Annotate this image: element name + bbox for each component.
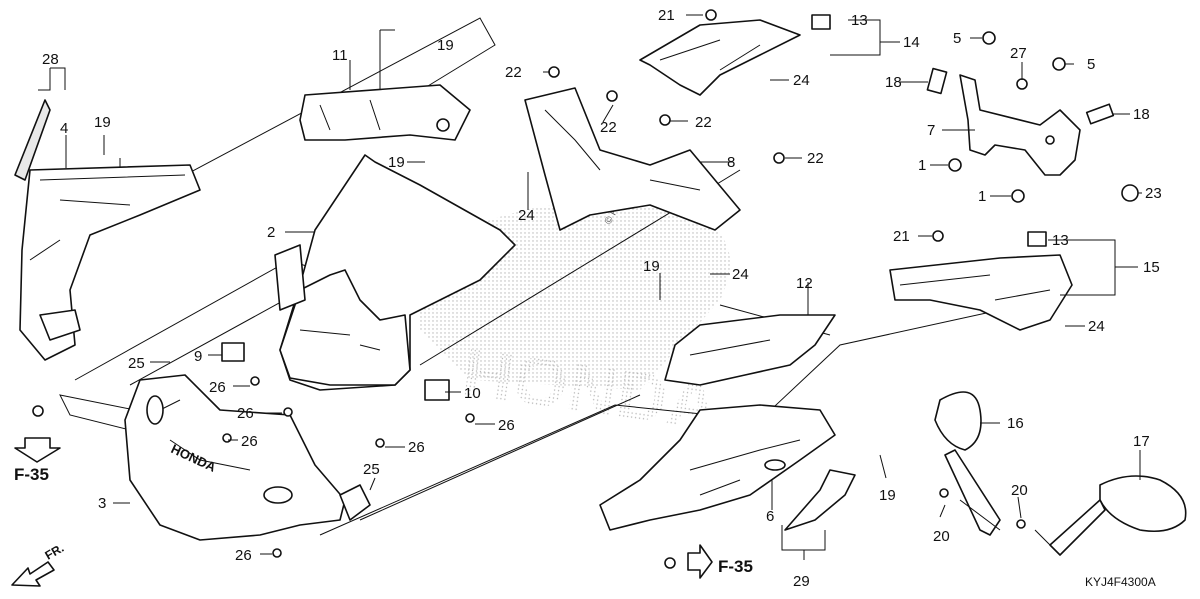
diagram-code: KYJ4F4300A	[1085, 575, 1156, 589]
callout-29: 29	[793, 573, 810, 590]
callout-20-b: 20	[1011, 482, 1028, 499]
callout-22-d: 22	[807, 150, 824, 167]
ref-f35-bottom: F-35	[718, 557, 753, 576]
callout-19-b: 19	[437, 37, 454, 54]
callout-26-e: 26	[498, 417, 515, 434]
callout-26-c: 26	[241, 433, 258, 450]
front-indicator-label: FR.	[43, 541, 67, 563]
callout-1-b: 1	[978, 188, 986, 205]
part-side-panel-15	[889, 254, 1073, 331]
callout-25-a: 25	[128, 355, 145, 372]
callout-12: 12	[796, 275, 813, 292]
callout-1-a: 1	[918, 157, 926, 174]
callout-22-a: 22	[505, 64, 522, 81]
ref-arrow-bottom	[687, 544, 713, 579]
front-arrow	[11, 561, 55, 587]
callout-23: 23	[1145, 185, 1162, 202]
callout-24-c: 24	[793, 72, 810, 89]
callout-8: 8	[727, 154, 735, 171]
callout-21-b: 21	[893, 228, 910, 245]
part-mirror-17	[1049, 475, 1187, 556]
callout-24-b: 24	[732, 266, 749, 283]
callout-5-a: 5	[953, 30, 961, 47]
part-fin-14	[639, 19, 801, 96]
callout-24-d: 24	[1088, 318, 1105, 335]
part-mirror-16	[934, 391, 1001, 536]
callout-22-c: 22	[695, 114, 712, 131]
callout-6: 6	[766, 508, 774, 525]
callout-20-a: 20	[933, 528, 950, 545]
callout-19-d: 19	[643, 258, 660, 275]
part-upper-cowl: HONDA	[124, 374, 371, 541]
part-sticker-29	[784, 469, 856, 531]
callout-13-b: 13	[1052, 232, 1069, 249]
callout-19-c: 19	[388, 154, 405, 171]
part-side-cowl-6	[599, 404, 836, 531]
callout-27: 27	[1010, 45, 1027, 62]
callout-9: 9	[194, 348, 202, 365]
callout-14: 14	[903, 34, 920, 51]
callout-4: 4	[60, 120, 68, 137]
part-left-side-cowl	[14, 99, 201, 361]
callouts: 28 4 19 2 3 11 19 19 22 24 22 22 8 22 24…	[14, 7, 1162, 590]
part-stay-bracket-7	[959, 74, 1081, 176]
part-inner-panel-11	[299, 84, 471, 141]
callout-15: 15	[1143, 259, 1160, 276]
part-windscreen	[274, 154, 516, 391]
callout-25-b: 25	[363, 461, 380, 478]
leader-lines	[38, 14, 1142, 560]
callout-24-a: 24	[518, 207, 535, 224]
hardware	[32, 9, 1139, 569]
ref-f35-left: F-35	[14, 465, 49, 484]
ref-arrow-left	[14, 437, 61, 463]
callout-18-b: 18	[1133, 106, 1150, 123]
part-inner-cover-8	[524, 87, 741, 231]
callout-26-f: 26	[235, 547, 252, 564]
callout-10: 10	[464, 385, 481, 402]
callout-19-e: 19	[879, 487, 896, 504]
callout-7: 7	[927, 122, 935, 139]
callout-22-b: 22	[600, 119, 617, 136]
callout-19-a: 19	[94, 114, 111, 131]
callout-26-d: 26	[408, 439, 425, 456]
callout-5-b: 5	[1087, 56, 1095, 73]
callout-18-a: 18	[885, 74, 902, 91]
callout-2: 2	[267, 224, 275, 241]
callout-16: 16	[1007, 415, 1024, 432]
callout-26-b: 26	[237, 405, 254, 422]
callout-17: 17	[1133, 433, 1150, 450]
callout-13-a: 13	[851, 12, 868, 29]
callout-28: 28	[42, 51, 59, 68]
callout-21-a: 21	[658, 7, 675, 24]
callout-11: 11	[332, 47, 348, 64]
callout-3: 3	[98, 495, 106, 512]
callout-26-a: 26	[209, 379, 226, 396]
